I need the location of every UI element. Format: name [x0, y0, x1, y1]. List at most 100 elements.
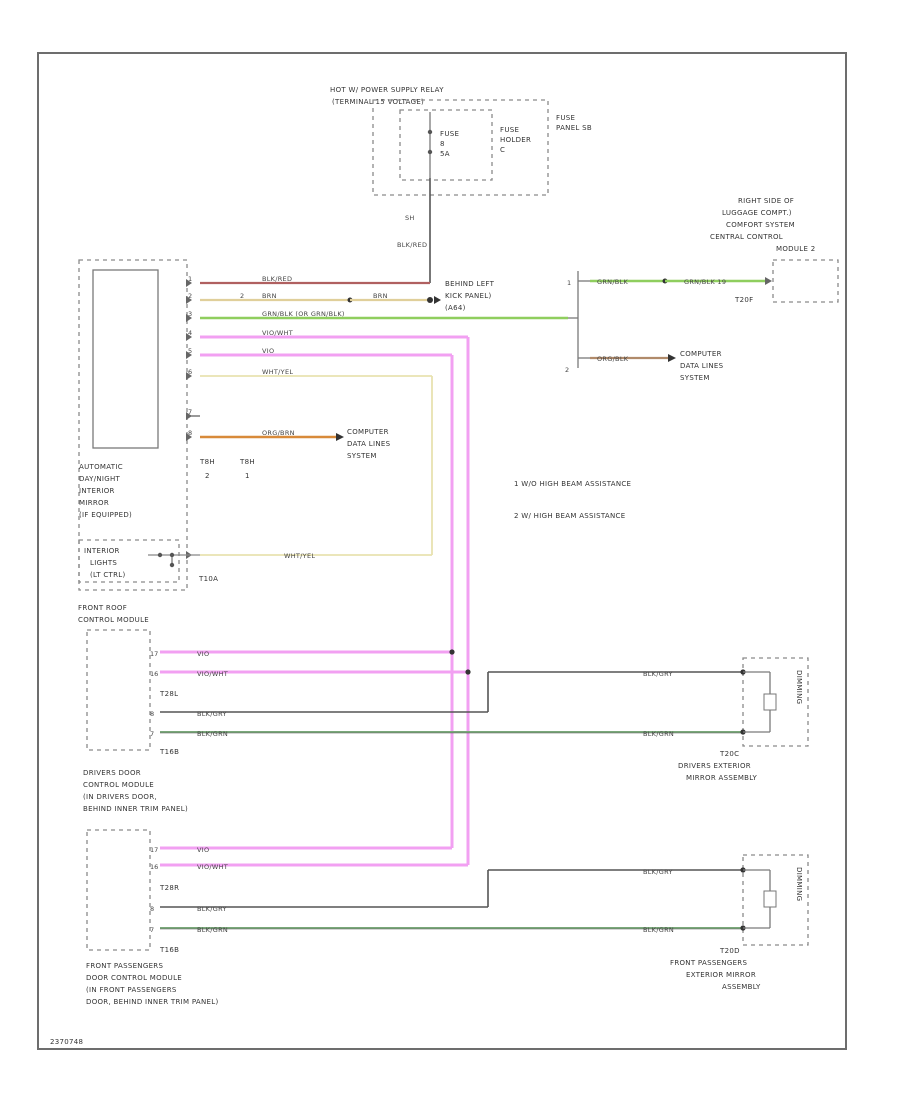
passenger-door-module: FRONT PASSENGERS DOOR CONTROL MODULE (IN…	[86, 829, 219, 1006]
mirror-pin-7: 7	[188, 408, 192, 416]
mirror-wire-3-color: GRN/BLK (OR GRN/BLK)	[262, 310, 345, 318]
interior-lights: INTERIOR LIGHTS (LT CTRL) WHT/YEL T10A	[78, 539, 315, 583]
luggage-label-2: LUGGAGE COMPT.)	[722, 209, 792, 217]
pass-wire-1-color: VIO	[197, 846, 209, 854]
pass-module-label-1: FRONT PASSENGERS	[86, 962, 163, 970]
mirror-wire-4: 4 VIO/WHT	[188, 329, 470, 865]
driver-module-label-2: CONTROL MODULE	[83, 781, 154, 789]
luggage-connector: T20F	[734, 296, 753, 304]
passenger-exterior-mirror: BLK/GRY BLK/GRN DIMMING T20D FRONT PASSE…	[643, 854, 809, 991]
mirror-pin-4: 4	[188, 329, 192, 337]
connector-b: T8H	[239, 458, 255, 466]
cdl1-label-2: DATA LINES	[347, 440, 391, 448]
driver-wire-2-color: VIO/WHT	[197, 670, 228, 678]
branch-1-color-2: GRN/BLK 19	[684, 278, 726, 286]
figure-id: 2370748	[50, 1038, 83, 1046]
driver-mirror-connector: T20C	[719, 750, 739, 758]
pass-connector-1: T28R	[159, 884, 179, 892]
fuse-holder-label-3: C	[500, 146, 505, 154]
cdl2-label-1: COMPUTER	[680, 350, 722, 358]
behind-left-kick: BEHIND LEFT KICK PANEL) (A64)	[434, 280, 495, 312]
mirror-pin-8: 8	[188, 429, 192, 437]
pass-wire-4-color: BLK/GRN	[197, 926, 228, 934]
legend-item-2: 2 W/ HIGH BEAM ASSISTANCE	[514, 512, 625, 520]
roof-module-label-2: CONTROL MODULE	[78, 616, 149, 624]
mirror-wire-8-color: ORG/BRN	[262, 429, 295, 437]
cdl1-label-3: SYSTEM	[347, 452, 377, 460]
driver-module-label-3: (IN DRIVERS DOOR,	[83, 793, 157, 801]
pass-pin-3: 8	[150, 905, 154, 913]
roof-module-label-1: FRONT ROOF	[78, 604, 127, 612]
driver-wires: 17 16 8 7 VIO VIO/WHT BLK/GRY BLK/GRN	[150, 649, 743, 738]
mirror-module-label-1: AUTOMATIC	[79, 463, 123, 471]
supply-wire: SH BLK/RED	[397, 178, 431, 283]
pass-mirror-label-2: EXTERIOR MIRROR	[686, 971, 756, 979]
pass-mirror-wire-1: BLK/GRY	[643, 868, 673, 876]
mirror-module-label-4: MIRROR	[79, 499, 109, 507]
driver-pin-1: 17	[150, 650, 158, 658]
fuse-label-3: 5A	[440, 150, 450, 158]
interior-lights-connector: T10A	[198, 575, 218, 583]
mirror-wire-6: 6 WHT/YEL	[188, 368, 433, 556]
interior-lights-label-3: (LT CTRL)	[90, 571, 126, 579]
pass-pin-1: 17	[150, 846, 158, 854]
mirror-wire-6-color: WHT/YEL	[262, 368, 293, 376]
pass-connector-2: T16B	[159, 946, 179, 954]
branch-1-number: 1	[567, 279, 571, 287]
luggage-label-4: CENTRAL CONTROL	[710, 233, 783, 241]
mirror-module-label-5: (IF EQUIPPED)	[79, 511, 132, 519]
driver-exterior-mirror: BLK/GRY BLK/GRN DIMMING T20C DRIVERS EXT…	[643, 657, 809, 782]
driver-pin-2: 16	[150, 670, 158, 678]
branch-wires: 1 GRN/BLK GRN/BLK 19 2 ORG/BLK	[565, 271, 765, 374]
mirror-wire-1-color: BLK/RED	[262, 275, 292, 283]
luggage-label-5: MODULE 2	[776, 245, 815, 253]
fuse-holder-label-2: HOLDER	[500, 136, 531, 144]
connector-b-pin: 1	[245, 472, 250, 480]
brn-splice-color: BRN	[373, 292, 388, 300]
mirror-wire-3: 3 GRN/BLK (OR GRN/BLK)	[188, 310, 568, 320]
computer-data-1: COMPUTER DATA LINES SYSTEM	[336, 428, 391, 460]
computer-data-2: COMPUTER DATA LINES SYSTEM	[680, 350, 724, 382]
driver-wire-3-color: BLK/GRY	[197, 710, 227, 718]
mirror-module-label-3: INTERIOR	[79, 487, 115, 495]
branch-2-color: ORG/BLK	[597, 355, 629, 363]
fuse-label-1: FUSE	[440, 130, 459, 138]
luggage-label-1: RIGHT SIDE OF	[738, 197, 794, 205]
interior-lights-label-2: LIGHTS	[90, 559, 117, 567]
mirror-wire-8: 8 ORG/BRN	[188, 429, 336, 439]
mirror-module: AUTOMATIC DAY/NIGHT INTERIOR MIRROR (IF …	[78, 259, 188, 591]
passenger-wires: 17 16 8 7 VIO VIO/WHT BLK/GRY BLK/GRN	[150, 846, 743, 934]
pass-wire-2-color: VIO/WHT	[197, 863, 228, 871]
pass-mirror-wire-2: BLK/GRN	[643, 926, 674, 934]
mirror-connector-labels: T8H 2 T8H 1	[199, 458, 255, 480]
fuse-label-2: 8	[440, 140, 445, 148]
driver-mirror-label-1: DRIVERS EXTERIOR	[678, 762, 751, 770]
pass-module-label-3: (IN FRONT PASSENGERS	[86, 986, 177, 994]
mirror-pin-1: 1	[188, 275, 192, 283]
driver-pin-3: 8	[150, 710, 154, 718]
fuse-holder-label-1: FUSE	[500, 126, 519, 134]
pass-module-label-2: DOOR CONTROL MODULE	[86, 974, 182, 982]
driver-door-module: FRONT ROOF CONTROL MODULE DRIVERS DOOR C…	[78, 604, 188, 813]
luggage-label-3: COMFORT SYSTEM	[726, 221, 795, 229]
driver-connector-2: T16B	[159, 748, 179, 756]
interior-lights-wire: WHT/YEL	[284, 552, 315, 560]
mirror-wire-4-color: VIO/WHT	[262, 329, 293, 337]
interior-lights-label-1: INTERIOR	[84, 547, 120, 555]
relay-label-1: HOT W/ POWER SUPPLY RELAY	[330, 86, 444, 94]
cdl2-label-3: SYSTEM	[680, 374, 710, 382]
pass-pin-4: 7	[150, 926, 154, 934]
mirror-wire-2-index: 2	[240, 292, 244, 300]
connector-a: T8H	[199, 458, 215, 466]
driver-mirror-part: DIMMING	[795, 670, 803, 704]
cdl2-label-2: DATA LINES	[680, 362, 724, 370]
mirror-wire-2: 2 BRN BRN 2	[188, 292, 433, 303]
mirror-wire-5: 5 VIO	[188, 347, 454, 848]
mirror-pin-6: 6	[188, 368, 192, 376]
mirror-pin-2: 2	[188, 292, 192, 300]
mirror-wire-1: 1 BLK/RED	[188, 275, 430, 285]
pass-module-label-4: DOOR, BEHIND INNER TRIM PANEL)	[86, 998, 219, 1006]
kick-label-1: BEHIND LEFT	[445, 280, 495, 288]
relay-label-2: (TERMINAL 15 VOLTAGE)	[332, 98, 424, 106]
supply-wire-color: BLK/RED	[397, 241, 427, 249]
